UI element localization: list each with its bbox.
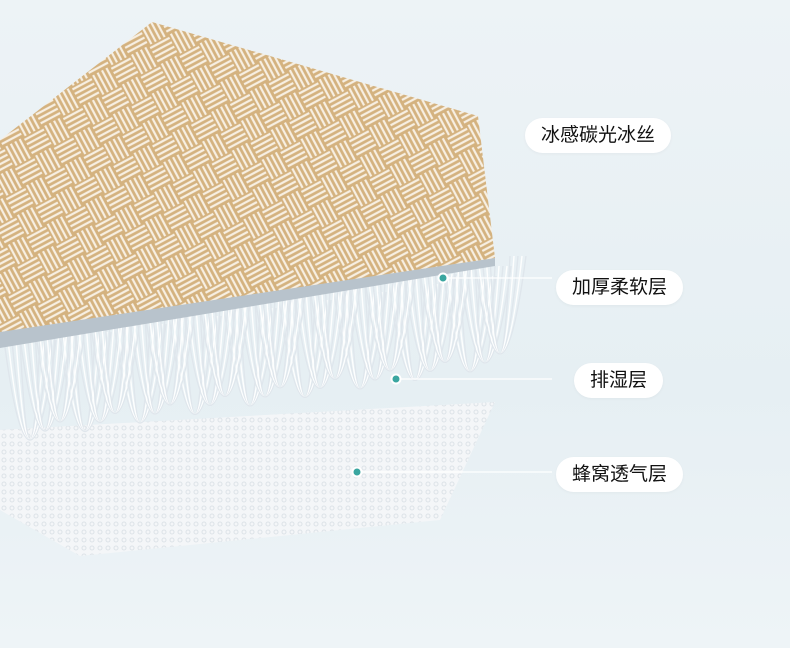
fiber-strand [363,271,417,372]
marker-dot [437,272,449,284]
fiber-strand [33,319,87,423]
fiber-strand [88,311,142,415]
fiber-strand [458,265,512,364]
label-ice-silk: 冰感碳光冰丝 [525,118,672,153]
leader-lines [357,277,552,473]
fiber-strand [198,295,252,397]
label-thick-soft-layer: 加厚柔软层 [556,270,684,305]
fiber-strand [473,255,527,355]
honeycomb-layer [0,402,495,556]
fiber-strand [348,281,402,381]
marker-dot [351,466,363,478]
fiber-strand [73,321,127,423]
label-moisture-layer: 排湿层 [574,363,664,398]
soft-layer [0,258,495,348]
label-honeycomb-layer: 蜂窝透气层 [556,457,684,492]
fiber-strand [238,297,292,398]
fiber-strand [403,273,457,372]
fiber-strand [183,305,237,406]
fiber-strand [253,287,307,389]
fiber-strand [293,289,347,389]
marker-dot [390,373,402,385]
fiber-strand [418,263,472,363]
ice-silk-fabric [0,22,495,332]
fiber-strand [143,303,197,406]
fiber-layer [3,255,527,441]
fiber-strand [308,279,362,380]
fiber-strand [128,313,182,415]
fiber-strand [18,329,72,432]
